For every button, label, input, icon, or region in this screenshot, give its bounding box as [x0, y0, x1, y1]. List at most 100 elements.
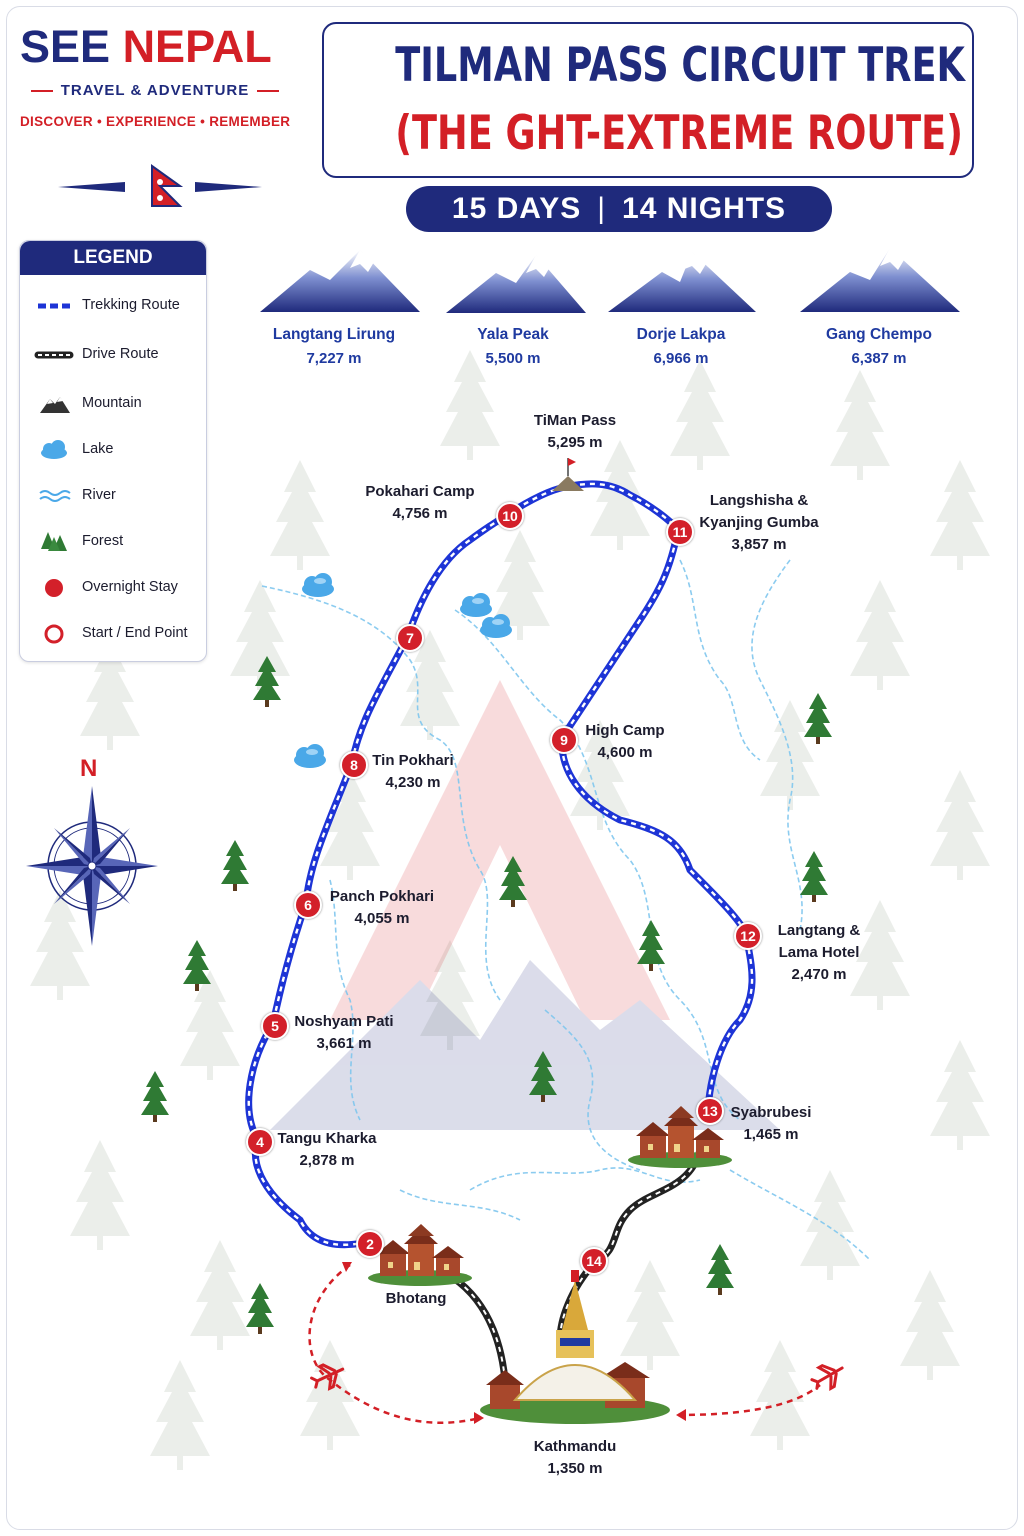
mountain-icon [608, 252, 756, 312]
legend-item-river: River [20, 481, 206, 511]
stop-label-6: Panch Pokhari 4,055 m [324, 886, 440, 930]
stop-marker-12[interactable]: 12 [734, 922, 762, 950]
stop-name: Syabrubesi [730, 1104, 812, 1121]
legend-label: Start / End Point [82, 625, 188, 641]
bhotang-village-icon [368, 1224, 472, 1286]
stop-name: Tin Pokhari [372, 752, 454, 769]
peak-mountain-icons [260, 248, 960, 313]
legend-label: Lake [82, 441, 114, 457]
duration-nights: 14 NIGHTS [622, 192, 787, 225]
stop-label-10: Pokahari Camp 4,756 m [358, 481, 482, 525]
stop-marker-9[interactable]: 9 [550, 726, 578, 754]
rivers [261, 559, 871, 1261]
stop-marker-7[interactable]: 7 [396, 624, 424, 652]
legend-item-lake: Lake [20, 435, 206, 465]
peak-name: Langtang Lirung [272, 326, 396, 343]
flight-routes [308, 1262, 844, 1424]
legend-item-mountain: Mountain [20, 389, 206, 419]
brand-name-see: SEE [20, 21, 111, 72]
start-end-point-icon [44, 624, 64, 644]
stop-name: Langshisha & [709, 492, 809, 509]
stop-marker-6[interactable]: 6 [294, 891, 322, 919]
stop-label-5: Noshyam Pati 3,661 m [290, 1011, 398, 1055]
stop-label-2: Bhotang [380, 1288, 452, 1310]
kathmandu-stupa-icon [480, 1270, 670, 1424]
overnight-stay-icon [45, 579, 63, 597]
stop-name: Langtang & [777, 922, 861, 939]
stop-marker-11[interactable]: 11 [666, 518, 694, 546]
mountain-icon [446, 255, 586, 313]
legend-item-forest: Forest [20, 527, 206, 557]
peak-altitude: 6,966 m [653, 350, 709, 367]
nepal-flag-icon [58, 164, 262, 207]
stop-name: Lama Hotel [778, 944, 860, 961]
pass-altitude: 5,295 m [547, 434, 603, 451]
brand-subtitle-text: TRAVEL & ADVENTURE [60, 82, 250, 99]
brand-logo: SEE NEPAL TRAVEL & ADVENTURE DISCOVER • … [20, 22, 290, 207]
stop-altitude: 3,857 m [731, 536, 787, 553]
plane-icon [310, 1363, 345, 1391]
compass-rose [26, 786, 158, 946]
stop-marker-4[interactable]: 4 [246, 1128, 274, 1156]
stop-altitude: 3,661 m [316, 1035, 372, 1052]
duration-badge: 15 DAYS | 14 NIGHTS [406, 186, 832, 232]
stop-name: Kyanjing Gumba [699, 514, 819, 531]
stop-marker-5[interactable]: 5 [261, 1012, 289, 1040]
peak-altitude: 7,227 m [306, 350, 362, 367]
brand-subtitle: TRAVEL & ADVENTURE [20, 82, 290, 99]
lake-icon [460, 593, 492, 617]
stop-name: High Camp [585, 722, 665, 739]
peak-yala-peak: Yala Peak 5,500 m [428, 326, 598, 367]
lake-icon [294, 744, 326, 768]
stop-marker-2[interactable]: 2 [356, 1230, 384, 1258]
trekking-route-line [38, 303, 70, 309]
poster-border [6, 6, 1018, 1530]
mountain-icon [40, 397, 70, 413]
stop-marker-10[interactable]: 10 [496, 502, 524, 530]
stop-name: Bhotang [385, 1290, 447, 1307]
stop-altitude: 2,878 m [299, 1152, 355, 1169]
forest-icon [41, 532, 67, 551]
pass-summit-icon [552, 458, 584, 491]
stop-marker-14[interactable]: 14 [580, 1247, 608, 1275]
stop-label-9: High Camp 4,600 m [582, 720, 668, 764]
stop-label-4: Tangu Kharka 2,878 m [274, 1128, 380, 1172]
start-end-label: Kathmandu 1,350 m [520, 1436, 630, 1480]
lake-icon [480, 614, 512, 638]
peak-altitude: 6,387 m [851, 350, 907, 367]
duration-separator: | [597, 192, 607, 225]
stop-name: Noshyam Pati [294, 1013, 394, 1030]
stop-label-13: Syabrubesi 1,465 m [726, 1102, 816, 1146]
duration-days: 15 DAYS [451, 192, 582, 225]
pass-name: TiMan Pass [533, 412, 617, 429]
watermark-logo [270, 680, 780, 1130]
legend-label: River [82, 487, 116, 503]
stop-altitude: 4,756 m [392, 505, 448, 522]
lake-icon [302, 573, 334, 597]
legend-item-drive-route: Drive Route [20, 340, 206, 370]
stop-marker-8[interactable]: 8 [340, 751, 368, 779]
stop-altitude: 1,465 m [743, 1126, 799, 1143]
peak-altitude: 5,500 m [485, 350, 541, 367]
legend-heading: LEGEND [20, 241, 206, 275]
legend-item-overnight-stay: Overnight Stay [20, 573, 206, 603]
peak-name: Yala Peak [477, 326, 549, 343]
stop-altitude: 4,230 m [385, 774, 441, 791]
stop-label-8: Tin Pokhari 4,230 m [368, 750, 458, 794]
start-end-name: Kathmandu [533, 1438, 617, 1455]
brand-name: SEE NEPAL [20, 22, 290, 72]
river-icon [39, 490, 71, 502]
start-end-altitude: 1,350 m [547, 1460, 603, 1477]
stop-name: Panch Pokhari [329, 888, 435, 905]
legend-label: Drive Route [82, 346, 159, 362]
mountain-icon [260, 250, 420, 312]
peak-name: Dorje Lakpa [636, 326, 726, 343]
pass-label: TiMan Pass 5,295 m [530, 410, 620, 454]
stop-altitude: 4,055 m [354, 910, 410, 927]
legend-label: Trekking Route [82, 297, 180, 313]
stop-marker-13[interactable]: 13 [696, 1097, 724, 1125]
stop-name: Pokahari Camp [365, 483, 475, 500]
peak-dorje-lakpa: Dorje Lakpa 6,966 m [596, 326, 766, 367]
legend-label: Forest [82, 533, 124, 549]
brand-name-nepal: NEPAL [122, 21, 272, 72]
